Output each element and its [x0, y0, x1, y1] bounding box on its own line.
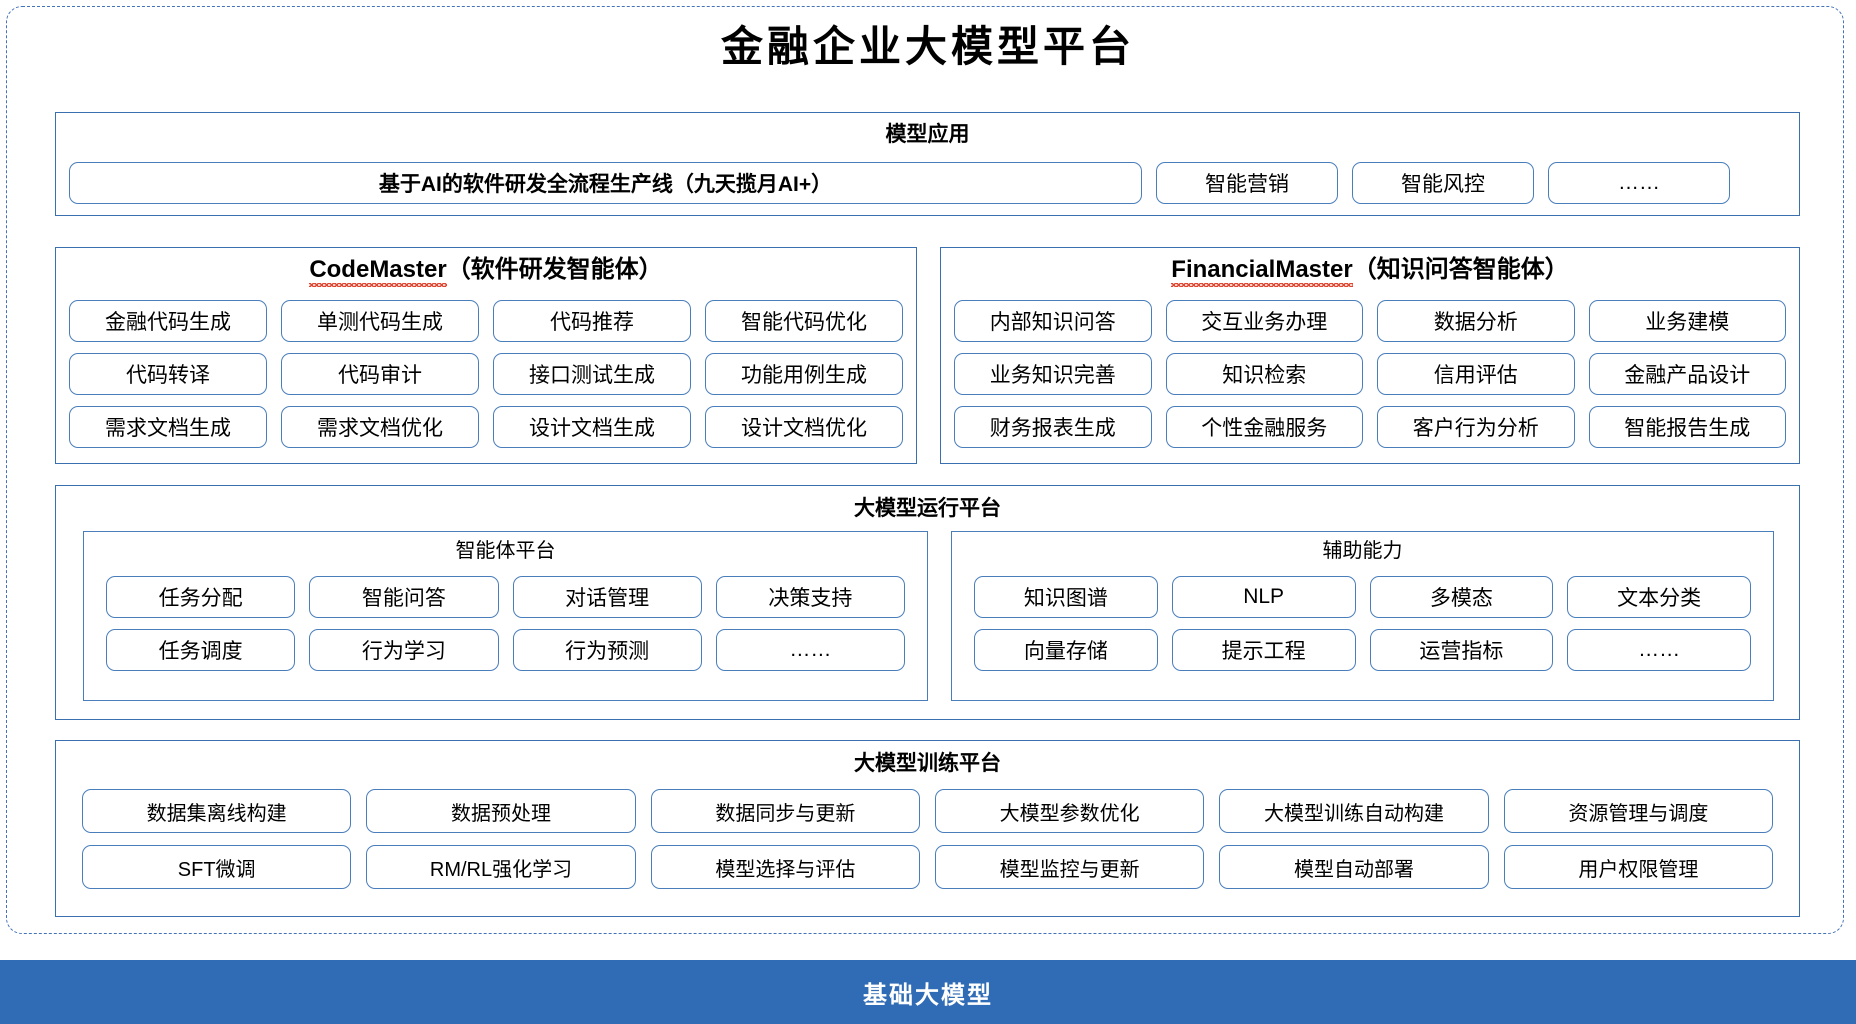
financialmaster-item[interactable]: 客户行为分析: [1377, 406, 1575, 448]
auxiliary-capability-item[interactable]: 运营指标: [1369, 629, 1554, 671]
agent-platform-item[interactable]: ……: [715, 629, 905, 671]
financialmaster-item[interactable]: 财务报表生成: [954, 406, 1152, 448]
agent-platform-item[interactable]: 任务调度: [106, 629, 296, 671]
codemaster-name-cn: （软件研发智能体）: [446, 256, 663, 283]
codemaster-title: CodeMaster（软件研发智能体）: [56, 256, 916, 287]
training-platform-item[interactable]: 数据预处理: [366, 789, 636, 833]
application-layer-title: 模型应用: [885, 123, 970, 146]
training-platform-item-grid: 数据集离线构建 数据预处理 数据同步与更新 大模型参数优化 大模型训练自动构建 …: [82, 789, 1773, 889]
training-platform-item[interactable]: 大模型训练自动构建: [1219, 789, 1489, 833]
training-platform-item[interactable]: SFT微调: [82, 845, 352, 889]
auxiliary-capability-title: 辅助能力: [1322, 540, 1403, 562]
auxiliary-capability-item[interactable]: 多模态: [1369, 576, 1554, 618]
training-platform-item[interactable]: 数据集离线构建: [82, 789, 352, 833]
codemaster-item-grid: 金融代码生成 单测代码生成 代码推荐 智能代码优化 代码转译 代码审计 接口测试…: [69, 300, 903, 448]
codemaster-agent-panel: CodeMaster（软件研发智能体） 金融代码生成 单测代码生成 代码推荐 智…: [55, 247, 917, 464]
codemaster-item[interactable]: 金融代码生成: [69, 300, 267, 342]
base-model-bar: 基础大模型: [0, 960, 1856, 1024]
financialmaster-item-grid: 内部知识问答 交互业务办理 数据分析 业务建模 业务知识完善 知识检索 信用评估…: [954, 300, 1786, 448]
codemaster-item[interactable]: 设计文档优化: [705, 406, 903, 448]
application-item-marketing[interactable]: 智能营销: [1156, 162, 1338, 204]
financialmaster-item[interactable]: 个性金融服务: [1165, 406, 1363, 448]
application-primary-item[interactable]: 基于AI的软件研发全流程生产线（九天揽月AI+）: [69, 162, 1142, 204]
agent-platform-item[interactable]: 行为学习: [309, 629, 499, 671]
agent-platform-item-grid: 任务分配 智能问答 对话管理 决策支持 任务调度 行为学习 行为预测 ……: [106, 576, 905, 671]
codemaster-name-latin: CodeMaster: [309, 256, 448, 287]
financialmaster-item[interactable]: 信用评估: [1377, 353, 1575, 395]
codemaster-item[interactable]: 设计文档生成: [493, 406, 691, 448]
page-title: 金融企业大模型平台: [720, 22, 1135, 71]
auxiliary-capability-item[interactable]: 向量存储: [974, 629, 1158, 671]
financialmaster-title: FinancialMaster（知识问答智能体）: [941, 256, 1799, 287]
financialmaster-item[interactable]: 业务知识完善: [954, 353, 1152, 395]
training-platform-item[interactable]: 数据同步与更新: [650, 789, 920, 833]
base-model-label: 基础大模型: [863, 981, 993, 1009]
codemaster-item[interactable]: 需求文档生成: [69, 406, 267, 448]
agent-platform-item[interactable]: 任务分配: [106, 576, 296, 618]
agent-platform-subpanel: 智能体平台 任务分配 智能问答 对话管理 决策支持 任务调度 行为学习 行为预测…: [83, 531, 928, 701]
training-platform-item[interactable]: 用户权限管理: [1503, 845, 1773, 889]
application-layer-items: 基于AI的软件研发全流程生产线（九天揽月AI+） 智能营销 智能风控 ……: [69, 162, 1786, 204]
financialmaster-item[interactable]: 智能报告生成: [1588, 406, 1786, 448]
auxiliary-capability-item[interactable]: NLP: [1171, 576, 1356, 618]
agent-platform-item[interactable]: 决策支持: [715, 576, 905, 618]
agent-platform-item[interactable]: 行为预测: [512, 629, 702, 671]
codemaster-item[interactable]: 代码转译: [69, 353, 267, 395]
codemaster-item[interactable]: 代码推荐: [493, 300, 691, 342]
application-item-risk-control[interactable]: 智能风控: [1352, 162, 1534, 204]
financialmaster-item[interactable]: 金融产品设计: [1588, 353, 1786, 395]
training-platform-panel: 大模型训练平台 数据集离线构建 数据预处理 数据同步与更新 大模型参数优化 大模…: [55, 740, 1800, 917]
training-platform-item[interactable]: RM/RL强化学习: [366, 845, 636, 889]
codemaster-item[interactable]: 需求文档优化: [281, 406, 479, 448]
codemaster-item[interactable]: 代码审计: [281, 353, 479, 395]
financialmaster-item[interactable]: 数据分析: [1377, 300, 1575, 342]
application-item-more[interactable]: ……: [1548, 162, 1730, 204]
agent-platform-item[interactable]: 对话管理: [512, 576, 702, 618]
financialmaster-name-cn: （知识问答智能体）: [1352, 256, 1569, 283]
training-platform-item[interactable]: 模型选择与评估: [650, 845, 920, 889]
financialmaster-item[interactable]: 业务建模: [1588, 300, 1786, 342]
agent-platform-title: 智能体平台: [455, 540, 556, 562]
codemaster-item[interactable]: 单测代码生成: [281, 300, 479, 342]
runtime-platform-title: 大模型运行平台: [854, 497, 1001, 520]
auxiliary-capability-item[interactable]: ……: [1567, 629, 1751, 671]
training-platform-item[interactable]: 大模型参数优化: [935, 789, 1205, 833]
training-platform-title: 大模型训练平台: [854, 752, 1001, 775]
codemaster-item[interactable]: 智能代码优化: [705, 300, 903, 342]
training-platform-item[interactable]: 资源管理与调度: [1503, 789, 1773, 833]
financialmaster-agent-panel: FinancialMaster（知识问答智能体） 内部知识问答 交互业务办理 数…: [940, 247, 1800, 464]
auxiliary-capability-item[interactable]: 知识图谱: [974, 576, 1158, 618]
application-layer-panel: 模型应用 基于AI的软件研发全流程生产线（九天揽月AI+） 智能营销 智能风控 …: [55, 112, 1800, 216]
financialmaster-item[interactable]: 内部知识问答: [954, 300, 1152, 342]
codemaster-item[interactable]: 接口测试生成: [493, 353, 691, 395]
financialmaster-name-latin: FinancialMaster: [1171, 256, 1354, 287]
financialmaster-item[interactable]: 交互业务办理: [1165, 300, 1363, 342]
codemaster-item[interactable]: 功能用例生成: [705, 353, 903, 395]
financialmaster-item[interactable]: 知识检索: [1165, 353, 1363, 395]
auxiliary-capability-item-grid: 知识图谱 NLP 多模态 文本分类 向量存储 提示工程 运营指标 ……: [974, 576, 1751, 671]
auxiliary-capability-subpanel: 辅助能力 知识图谱 NLP 多模态 文本分类 向量存储 提示工程 运营指标 ……: [951, 531, 1774, 701]
runtime-platform-panel: 大模型运行平台 智能体平台 任务分配 智能问答 对话管理 决策支持 任务调度 行…: [55, 485, 1800, 720]
training-platform-item[interactable]: 模型自动部署: [1219, 845, 1489, 889]
agent-platform-item[interactable]: 智能问答: [309, 576, 499, 618]
training-platform-item[interactable]: 模型监控与更新: [935, 845, 1205, 889]
auxiliary-capability-item[interactable]: 文本分类: [1567, 576, 1751, 618]
auxiliary-capability-item[interactable]: 提示工程: [1171, 629, 1356, 671]
